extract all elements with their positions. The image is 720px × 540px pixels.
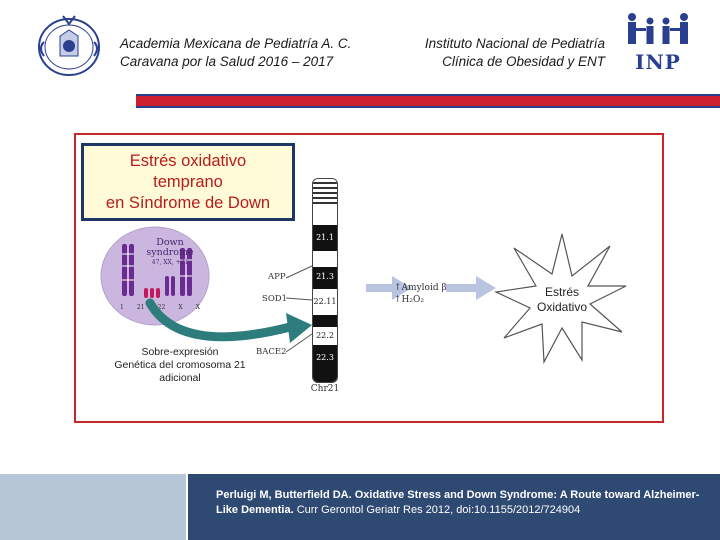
oxidative-stress-label: Estrés Oxidativo bbox=[520, 285, 604, 315]
chromosome-band-22-12 bbox=[313, 315, 337, 327]
callout-line2: temprano bbox=[84, 172, 292, 193]
band-label: 22.3 bbox=[313, 353, 337, 362]
band-label: 21.3 bbox=[313, 272, 337, 281]
footer-left-panel bbox=[0, 474, 186, 540]
chromosome-21: 21.1 21.3 22.11 22.2 22.3 bbox=[312, 178, 338, 383]
header-left-line2: Caravana por la Salud 2016 – 2017 bbox=[120, 53, 390, 71]
karyotype-title-line2: syndrome bbox=[140, 248, 200, 258]
gene-app: APP bbox=[268, 272, 286, 282]
oxidative-stress-line1: Estrés bbox=[520, 285, 604, 300]
overexpression-line1: Sobre-expresión bbox=[100, 346, 260, 359]
chromosome-band-21-1: 21.1 bbox=[313, 225, 337, 251]
overexpression-label: Sobre-expresión Genética del cromosoma 2… bbox=[100, 346, 260, 385]
header-left-line1: Academia Mexicana de Pediatría A. C. bbox=[120, 35, 390, 53]
citation: Perluigi M, Butterfield DA. Oxidative St… bbox=[216, 488, 706, 518]
gene-pointer-lines bbox=[284, 262, 314, 362]
chromosome-band-21-2 bbox=[313, 251, 337, 267]
inp-logo: INP bbox=[618, 12, 698, 68]
header-right: Instituto Nacional de Pediatría Clínica … bbox=[395, 35, 605, 71]
karyotype-subtitle: 47, XX, +21 bbox=[140, 258, 200, 268]
band-label: 21.1 bbox=[313, 233, 337, 242]
header-left: Academia Mexicana de Pediatría A. C. Car… bbox=[120, 35, 390, 71]
callout-line3: en Síndrome de Down bbox=[84, 193, 292, 214]
band-label: 22.11 bbox=[313, 297, 337, 306]
karyotype-number: 1 bbox=[120, 304, 124, 311]
band-label: 22.2 bbox=[313, 331, 337, 340]
citation-journal: Curr Gerontol Geriatr Res 2012, doi:10.1… bbox=[294, 504, 581, 516]
chromosome-band-satellite bbox=[313, 179, 337, 207]
karyotype-title: Down syndrome 47, XX, +21 bbox=[140, 238, 200, 268]
callout-line1: Estrés oxidativo bbox=[84, 151, 292, 172]
header-divider-bar bbox=[136, 94, 720, 108]
oxidative-stress-line2: Oxidativo bbox=[520, 300, 604, 315]
overexpression-line2: Genética del cromosoma 21 bbox=[100, 359, 260, 372]
early-oxidative-stress-callout: Estrés oxidativo temprano en Síndrome de… bbox=[81, 143, 295, 221]
inp-logo-text: INP bbox=[618, 51, 698, 73]
chromosome-band-22-3: 22.3 bbox=[313, 345, 337, 383]
chromosome-band-gap bbox=[313, 207, 337, 225]
inp-family-icon bbox=[618, 12, 698, 46]
gene-sod1: SOD1 bbox=[262, 294, 287, 304]
header-right-line1: Instituto Nacional de Pediatría bbox=[395, 35, 605, 53]
chromosome-band-22-2: 22.2 bbox=[313, 327, 337, 345]
gene-bace2: BACE2 bbox=[256, 347, 287, 357]
header-right-line2: Clínica de Obesidad y ENT bbox=[395, 53, 605, 71]
overexpression-line3: adicional bbox=[100, 372, 260, 385]
academy-seal-logo bbox=[30, 12, 108, 78]
chromosome-band-21-3: 21.3 bbox=[313, 267, 337, 289]
chromosome-band-22-11: 22.11 bbox=[313, 289, 337, 315]
chromosome-label: Chr21 bbox=[308, 384, 342, 394]
arrow-right-icon bbox=[446, 276, 496, 300]
